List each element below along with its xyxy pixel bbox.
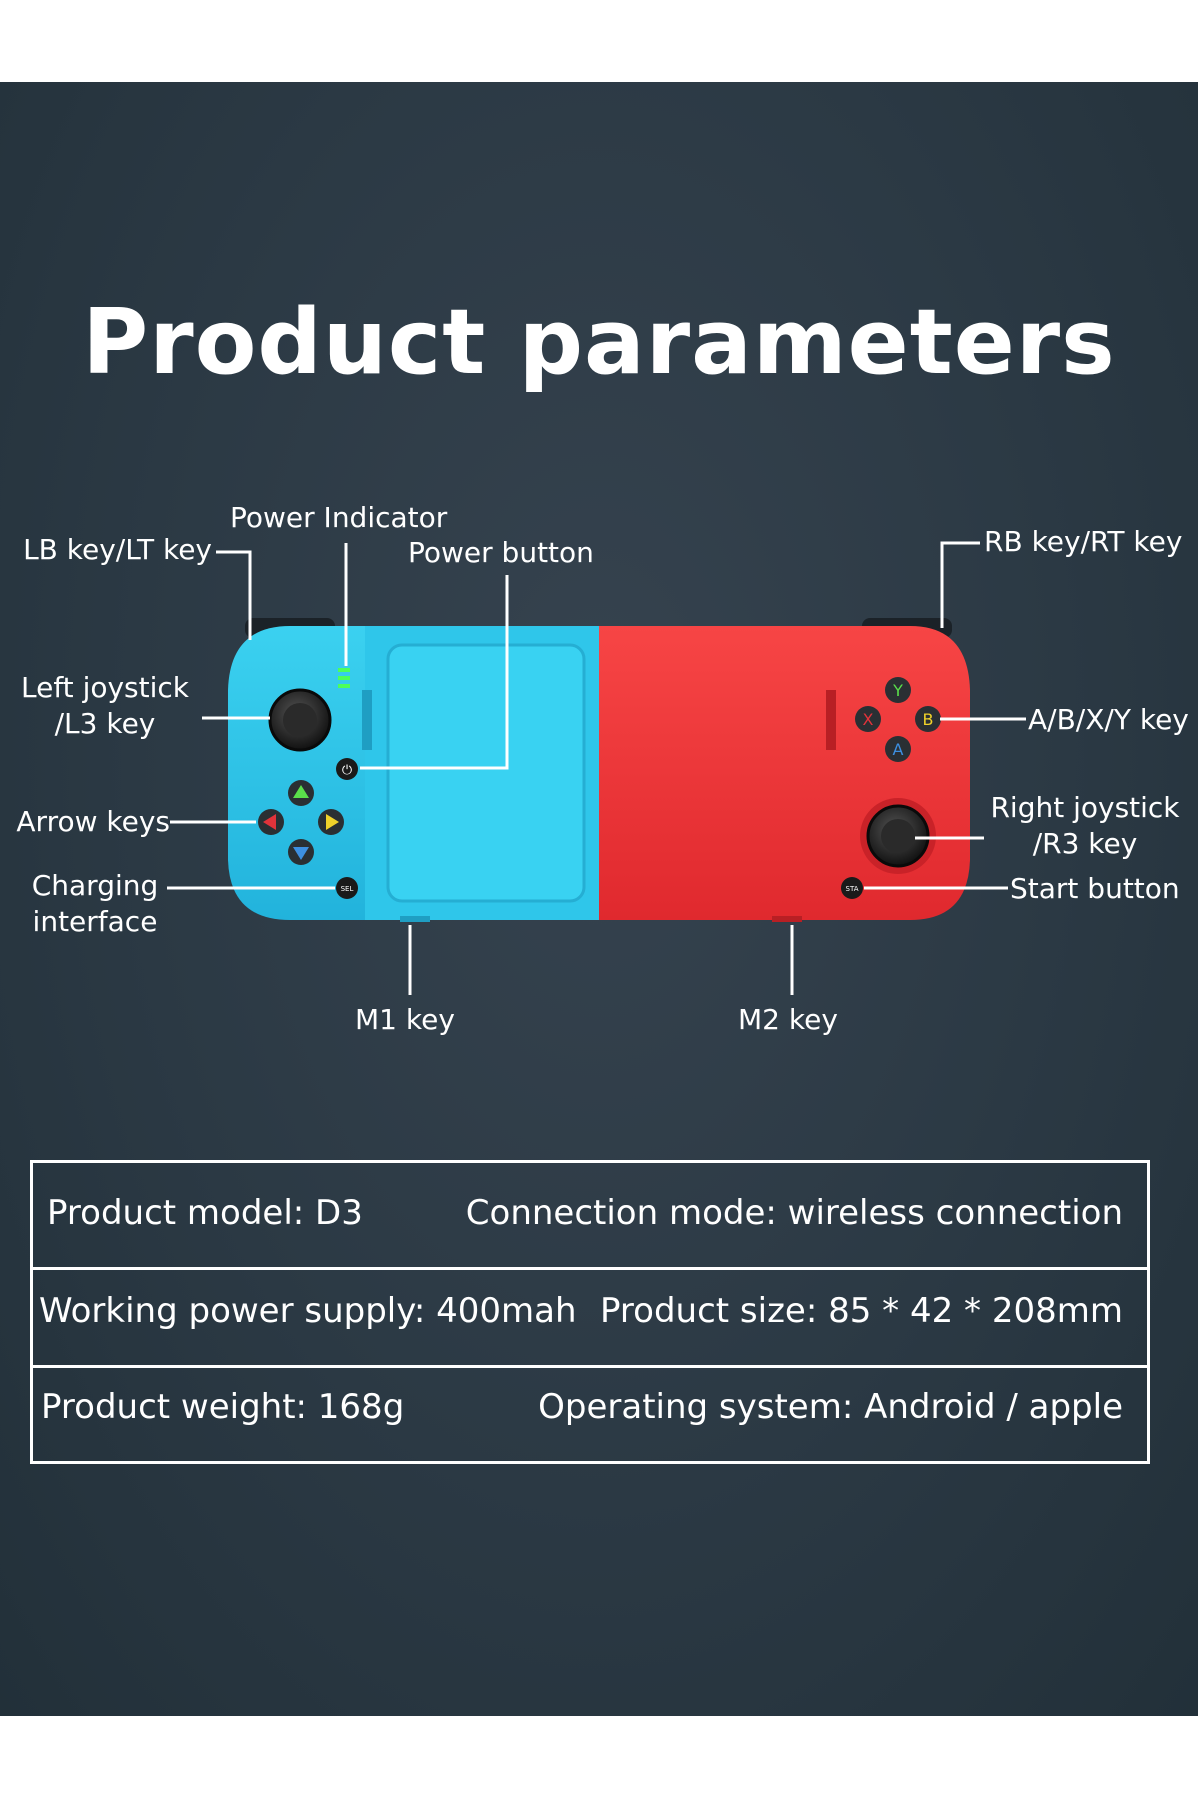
start-button-callout: Start button	[1010, 872, 1180, 905]
m2-key-label: M2 key	[738, 1003, 838, 1036]
leader-rb	[940, 541, 980, 628]
spec-power-supply: Working power supply: 400mah	[39, 1291, 577, 1331]
a-button[interactable]	[885, 736, 911, 762]
power-indicator-led	[338, 684, 350, 688]
start-button[interactable]	[841, 877, 863, 899]
arrow-left-icon	[263, 814, 276, 830]
right-joystick-cap	[881, 819, 915, 853]
right-rail	[826, 690, 836, 750]
left-grip	[228, 626, 370, 920]
sel-button[interactable]	[336, 877, 358, 899]
right-holder	[599, 626, 833, 920]
x-button-label: X	[863, 710, 874, 729]
spec-product-weight: Product weight: 168g	[41, 1387, 405, 1427]
left-rail	[362, 690, 372, 750]
right-joystick-label: Right joystick /R3 key	[980, 790, 1190, 862]
power-indicator-label: Power Indicator	[230, 501, 448, 534]
right-grip	[828, 626, 970, 920]
b-button[interactable]	[915, 706, 941, 732]
arrow-right-icon	[326, 814, 339, 830]
y-button-label: Y	[892, 681, 903, 700]
power-button[interactable]	[336, 758, 358, 780]
arrow-keys-label: Arrow keys	[16, 805, 170, 838]
left-joystick-label: Left joystick /L3 key	[10, 670, 200, 742]
table-divider	[33, 1365, 1147, 1368]
start-button-label: STA	[846, 885, 859, 893]
power-indicator-led	[338, 676, 350, 680]
b-button-label: B	[923, 710, 934, 729]
arrow-up-icon	[293, 785, 309, 798]
abxy-key-label: A/B/X/Y key	[1028, 703, 1189, 736]
left-joystick-label-line2: /L3 key	[54, 707, 156, 740]
spec-operating-system: Operating system: Android / apple	[538, 1387, 1123, 1427]
lb-lt-key-label: LB key/LT key	[23, 533, 212, 566]
m1-key-label: M1 key	[355, 1003, 455, 1036]
spec-product-model: Product model: D3	[47, 1193, 363, 1233]
m2-key[interactable]	[772, 916, 802, 922]
left-joystick-cap	[283, 703, 317, 737]
right-joystick-label-line1: Right joystick	[990, 791, 1180, 824]
right-joystick-label-line2: /R3 key	[1032, 827, 1138, 860]
rb-rt-key-label: RB key/RT key	[984, 525, 1183, 558]
m1-key[interactable]	[400, 916, 430, 922]
table-divider	[33, 1267, 1147, 1270]
charging-interface-label: Charging interface	[20, 868, 170, 940]
leader-power-button	[360, 575, 509, 770]
sel-button-label: SEL	[341, 885, 354, 893]
leader-lb	[216, 550, 252, 640]
spec-table: Product model: D3 Connection mode: wirel…	[30, 1160, 1150, 1464]
charging-label-line1: Charging	[31, 869, 159, 902]
charging-label-line2: interface	[32, 905, 158, 938]
a-button-label: A	[893, 740, 904, 759]
spec-product-size: Product size: 85 * 42 * 208mm	[600, 1291, 1123, 1331]
power-button-label: Power button	[408, 536, 594, 569]
spec-connection-mode: Connection mode: wireless connection	[465, 1193, 1123, 1233]
y-button[interactable]	[885, 677, 911, 703]
power-indicator-led	[338, 668, 350, 672]
x-button[interactable]	[855, 706, 881, 732]
arrow-down-icon	[293, 847, 309, 860]
phone-pad	[386, 643, 586, 903]
page-title: Product parameters	[82, 290, 1116, 395]
power-icon: ⏻	[342, 763, 352, 778]
left-joystick-label-line1: Left joystick	[20, 671, 189, 704]
